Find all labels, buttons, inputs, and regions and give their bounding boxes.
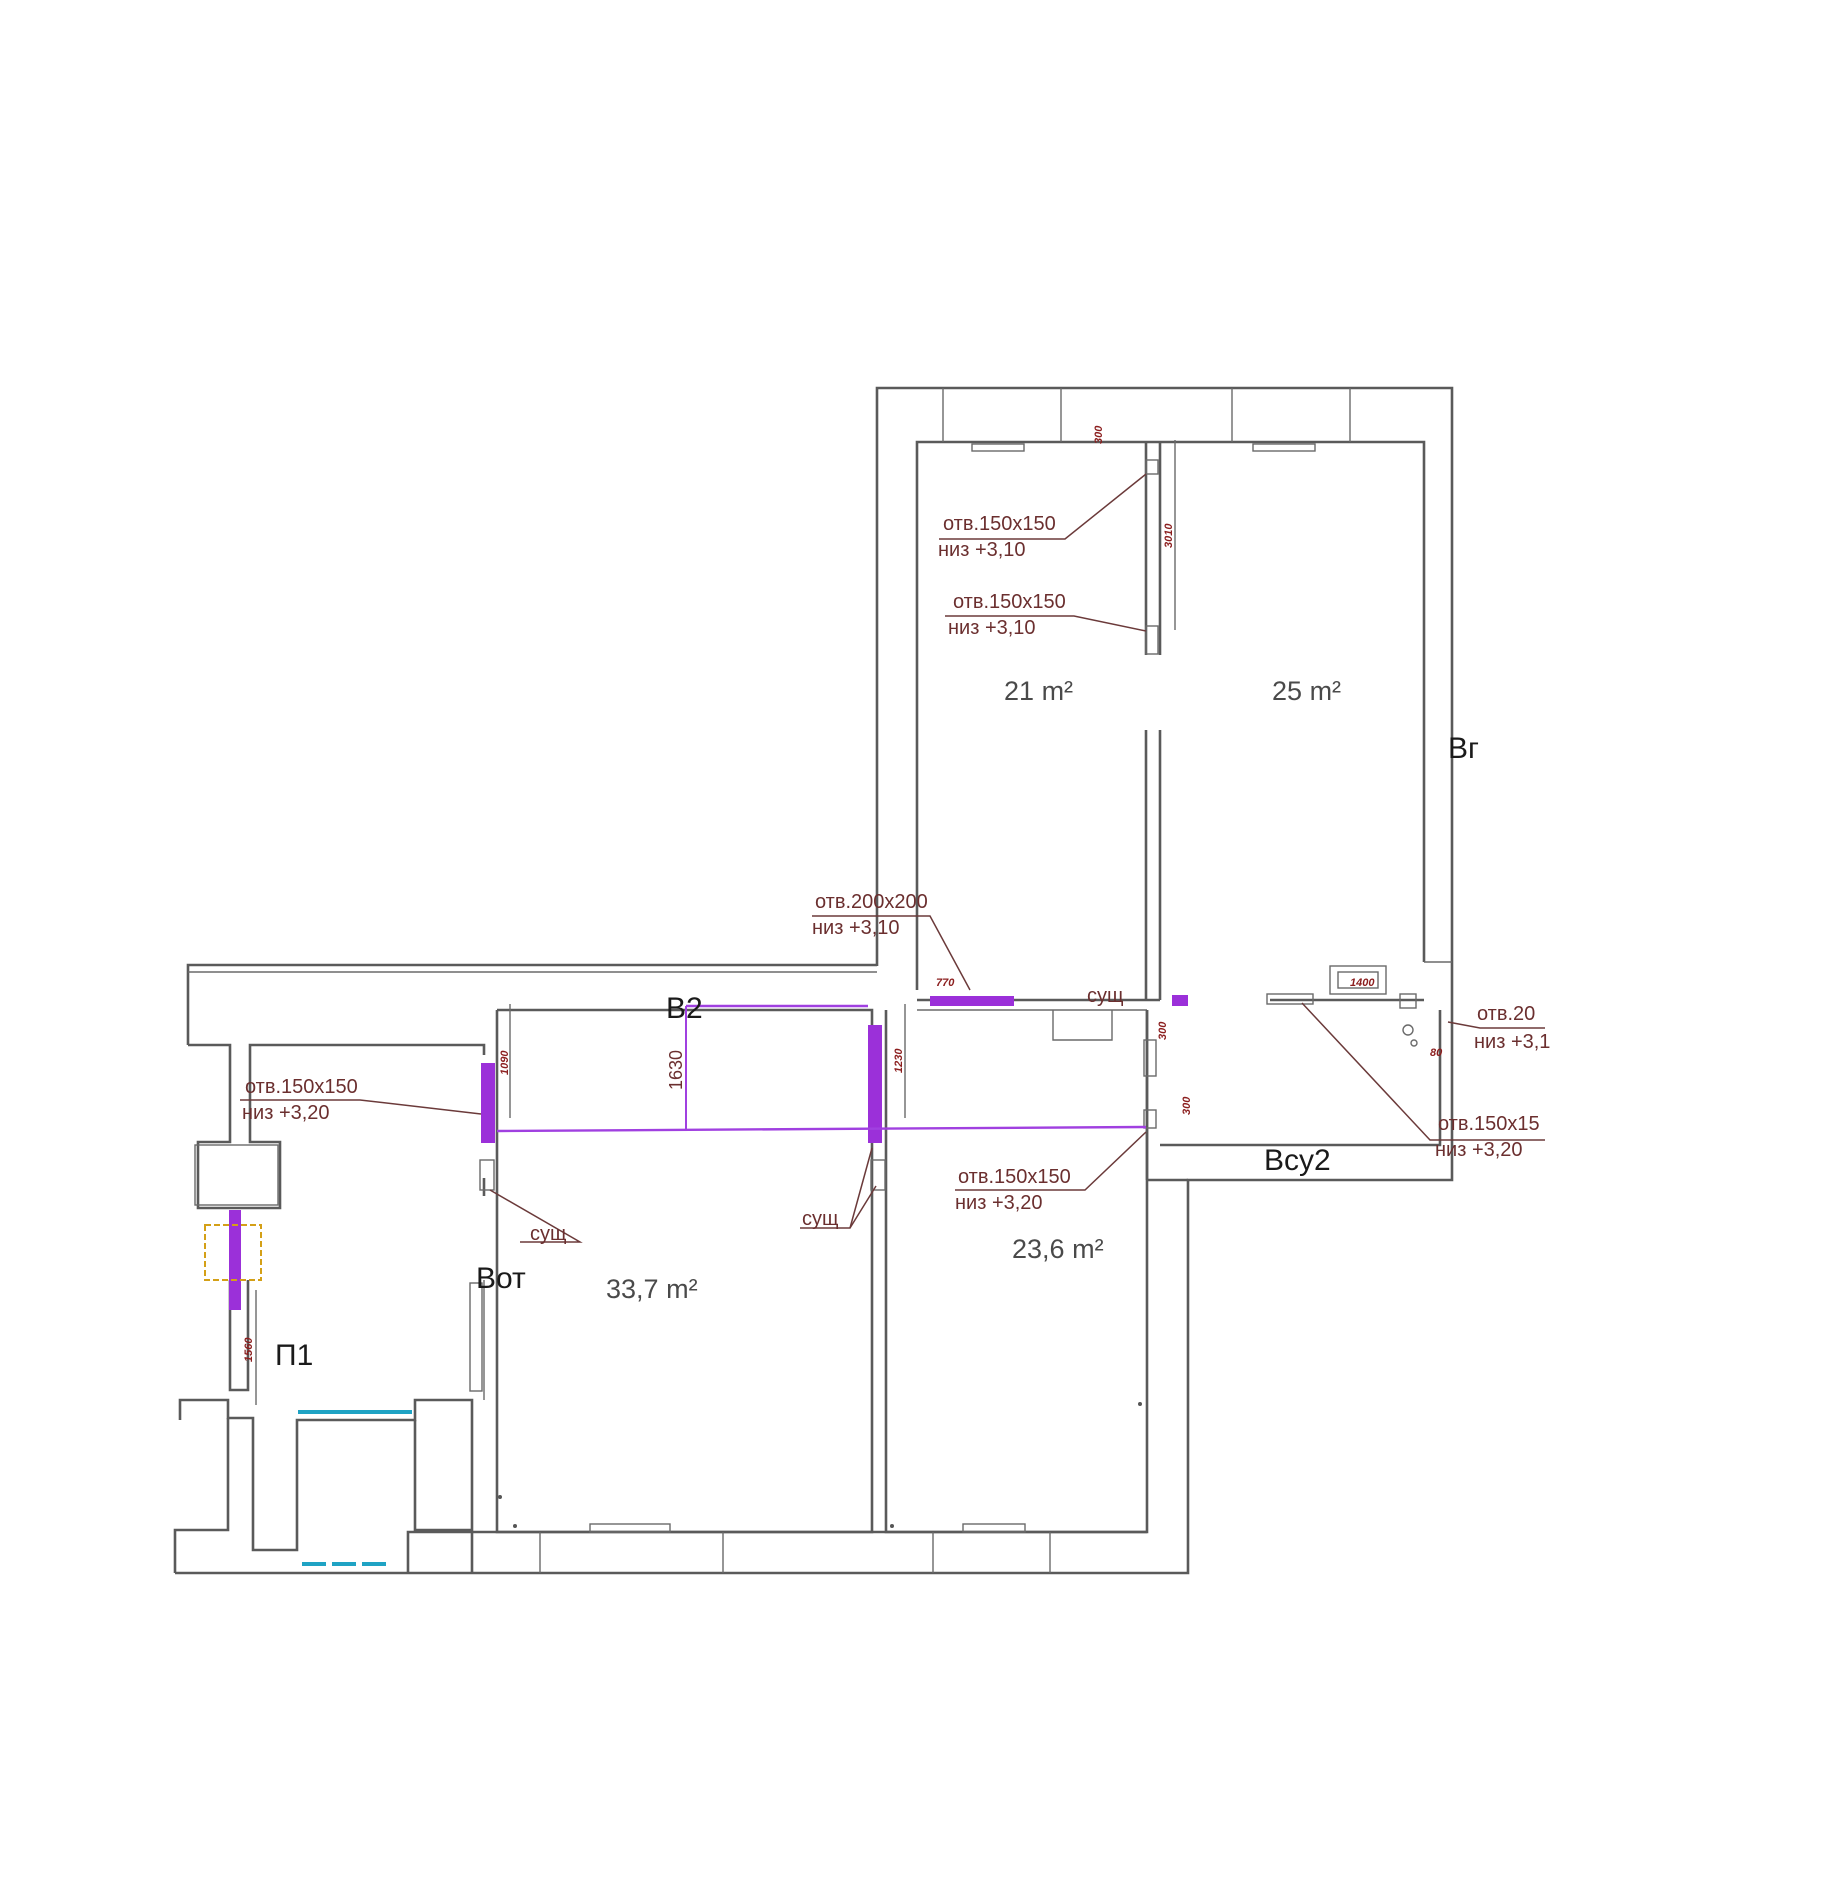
annotation-4: отв.150х150 низ +3,20 [242,1076,358,1124]
annotation-6-line1: отв.20 [1477,1003,1535,1025]
annotation-4-line1: отв.150х150 [245,1076,358,1098]
dim-p1: 1560 [243,1337,255,1362]
svg-text:25 m²: 25 m² [1272,676,1341,706]
code-p1: П1 [275,1339,313,1372]
room-area-unit: m² [1072,1234,1103,1264]
radiator [204,1224,262,1281]
code-vot: Вот [476,1262,526,1295]
annotation-5-line1: отв.150х150 [958,1166,1071,1188]
dim-mid-left: 1230 [893,1048,905,1073]
new-openings [229,995,1188,1310]
room-area-unit: m² [1310,676,1341,706]
annotation-6-line2: низ +3,1 [1474,1031,1550,1053]
annotation-2-line1: отв.150х150 [953,591,1066,613]
leader-lines [240,473,1545,1243]
existing-label-3: сущ [1087,985,1123,1007]
annotation-7-line2: низ +3,20 [1435,1139,1523,1161]
annotation-3-line1: отв.200х200 [815,891,928,913]
room-area-value: 25 [1272,676,1302,706]
existing-label-2: сущ [802,1208,838,1230]
wall-outlines [173,386,1454,1575]
duct-lines [496,1004,1147,1133]
dim-v2-left: 1090 [499,1050,511,1075]
existing-label-1: сущ [530,1223,566,1245]
dimension-marks: 300 3010 770 1400 1090 1230 300 300 80 1… [243,425,1443,1405]
dim-small-1: 300 [1157,1021,1169,1040]
annotation-2: отв.150х150 низ +3,10 [948,591,1066,639]
room-area-living: 33,7 m² [606,1274,698,1304]
room-area-middle: 23,6 m² [1012,1234,1104,1264]
annotation-3: отв.200х200 низ +3,10 [812,891,928,939]
room-area-unit: m² [1042,676,1073,706]
annotation-3-line2: низ +3,10 [812,917,900,939]
dim-small-3: 80 [1430,1047,1443,1059]
dimension-duct-height: 1630 [666,1050,686,1090]
code-v2: В2 [666,992,703,1025]
room-area-north-right: 25 m² [1272,676,1341,706]
dim-1400: 1400 [1350,977,1375,989]
annotation-1-line2: низ +3,10 [938,539,1026,561]
dim-top-left: 300 [1093,425,1105,444]
window-glass [298,1410,412,1566]
room-area-value: 23,6 [1012,1234,1065,1264]
annotation-5-line2: низ +3,20 [955,1192,1043,1214]
annotation-2-line2: низ +3,10 [948,617,1036,639]
dim-770: 770 [936,977,955,989]
code-vg: Вг [1448,732,1479,765]
annotation-7-line1: отв.150х15 [1438,1113,1540,1135]
annotation-7: отв.150х15 низ +3,20 [1435,1113,1540,1161]
room-area-north-left: 21 m² [1004,676,1073,706]
dim-top-vert: 3010 [1163,523,1175,548]
room-area-value: 33,7 [606,1274,659,1304]
annotation-5: отв.150х150 низ +3,20 [955,1166,1071,1214]
fixtures [498,1024,1418,1528]
dim-small-2: 300 [1181,1096,1193,1115]
room-area-unit: m² [666,1274,697,1304]
annotation-1: отв.150х150 низ +3,10 [938,513,1056,561]
annotation-1-line1: отв.150х150 [943,513,1056,535]
svg-text:21 m²: 21 m² [1004,676,1073,706]
svg-text:33,7 m²: 33,7 m² [606,1274,698,1304]
dimension-duct: 1630 [666,1050,686,1090]
annotation-4-line2: низ +3,20 [242,1102,330,1124]
svg-text:23,6 m²: 23,6 m² [1012,1234,1104,1264]
annotation-6: отв.20 низ +3,1 [1474,1003,1550,1053]
room-area-value: 21 [1004,676,1034,706]
code-vcu2: Всу2 [1264,1144,1331,1177]
